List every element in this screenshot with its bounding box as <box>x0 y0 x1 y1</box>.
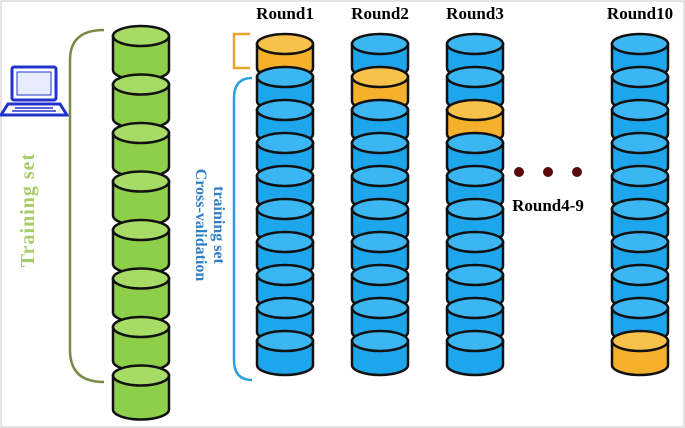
training-disk <box>111 315 171 373</box>
cv-bracket <box>232 76 253 382</box>
cv-label-line2: training set <box>210 186 227 264</box>
cylinder-stacks <box>111 24 670 421</box>
cv-label-group: Cross-validation training set <box>192 169 227 282</box>
training-fold-disk <box>255 263 315 311</box>
round4-9-label: Round4-9 <box>512 196 584 215</box>
training-disk <box>111 73 171 130</box>
validation-bracket <box>232 32 250 70</box>
training-fold-disk <box>255 329 315 377</box>
training-disk <box>111 364 171 421</box>
training-disk <box>111 218 171 276</box>
training-fold-disk <box>445 329 505 377</box>
validation-fold-disk <box>610 329 670 377</box>
training-disk <box>111 121 171 179</box>
training-disk <box>111 267 171 324</box>
training-fold-disk <box>350 329 410 377</box>
computer-icon <box>0 65 70 117</box>
round-label-1: Round1 <box>256 4 314 23</box>
training-set-label: Training set <box>17 153 39 267</box>
cv-label-line1: Cross-validation <box>192 169 209 282</box>
round-label-2: Round2 <box>351 4 409 23</box>
round-label-3: Round3 <box>446 4 504 23</box>
training-disk <box>111 170 171 227</box>
training-set-bracket <box>68 28 105 384</box>
training-disk <box>111 24 171 82</box>
round-label-10: Round10 <box>607 4 673 23</box>
ellipsis-dots <box>514 167 582 177</box>
